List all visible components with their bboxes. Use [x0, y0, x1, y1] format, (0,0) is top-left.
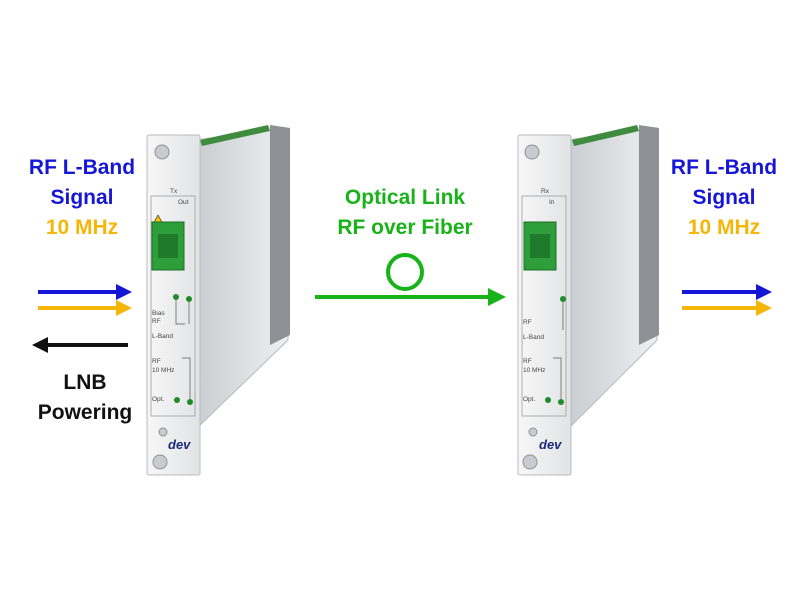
rx-front-panel — [517, 134, 572, 476]
tx-logo: dev — [168, 437, 191, 452]
rx-opt-label: Opt. — [523, 396, 535, 403]
right-blue-arrowhead — [756, 284, 772, 300]
tx-rf2-label: RF — [152, 358, 161, 365]
left-10mhz-label: 10 MHz — [45, 216, 119, 239]
tx-lband-label: L-Band — [152, 333, 173, 340]
tx-small-screw-icon — [158, 427, 168, 437]
tx-10mhz-label: 10 MHz — [152, 367, 174, 374]
fiber-loop-icon — [386, 253, 424, 291]
tx-led-1 — [173, 294, 179, 300]
right-10mhz-label: 10 MHz — [687, 216, 761, 239]
tx-led-4 — [187, 399, 193, 405]
rx-logo: dev — [539, 437, 562, 452]
rx-rf2-label: RF — [523, 358, 532, 365]
optical-link-label: Optical Link — [344, 186, 466, 209]
tx-pcb-edge — [200, 125, 270, 146]
left-gold-arrowhead — [116, 300, 132, 316]
tx-bias-label: Bias — [152, 310, 165, 317]
rx-rf-label: RF — [523, 319, 532, 326]
left-blue-arrowhead — [116, 284, 132, 300]
tx-module: Tx Out Bias RF L-Band RF 10 MHz Opt. dev — [146, 125, 290, 476]
tx-rf-label: RF — [152, 318, 161, 325]
tx-name-label: Tx — [170, 188, 178, 195]
tx-opt-label: Opt. — [152, 396, 164, 403]
lnb-label: LNB — [63, 371, 107, 394]
left-input-arrows — [38, 284, 132, 316]
rx-pcb-edge — [572, 125, 639, 146]
right-output-arrows — [682, 284, 772, 316]
rx-10mhz-label: 10 MHz — [523, 367, 545, 374]
rx-led-2 — [545, 397, 551, 403]
right-gold-arrowhead — [756, 300, 772, 316]
rx-top-screw-icon — [524, 144, 540, 160]
right-signal-label: Signal — [692, 186, 756, 209]
rx-lband-label: L-Band — [523, 334, 544, 341]
rx-port-label: In — [549, 199, 555, 206]
left-rf-lband-label: RF L-Band — [28, 156, 136, 179]
optical-link-arrow — [315, 253, 506, 306]
tx-led-3 — [174, 397, 180, 403]
rx-small-screw-icon — [528, 427, 538, 437]
tx-front-panel — [146, 134, 201, 476]
lnb-return-arrow — [32, 337, 128, 353]
tx-bottom-screw-icon — [152, 454, 168, 470]
rx-led-3 — [558, 399, 564, 405]
rx-name-label: Rx — [541, 188, 550, 195]
right-rf-lband-label: RF L-Band — [670, 156, 778, 179]
tx-port-label: Out — [178, 199, 189, 206]
tx-top-screw-icon — [154, 144, 170, 160]
tx-rear-connector — [270, 125, 290, 345]
rx-led-1 — [560, 296, 566, 302]
rf-over-fiber-label: RF over Fiber — [337, 216, 473, 239]
powering-label: Powering — [37, 401, 133, 424]
left-signal-label: Signal — [50, 186, 114, 209]
rx-rear-connector — [639, 125, 659, 345]
tx-led-2 — [186, 296, 192, 302]
rx-bottom-screw-icon — [522, 454, 538, 470]
rx-module: Rx In RF L-Band RF 10 MHz Opt. dev — [517, 125, 659, 476]
